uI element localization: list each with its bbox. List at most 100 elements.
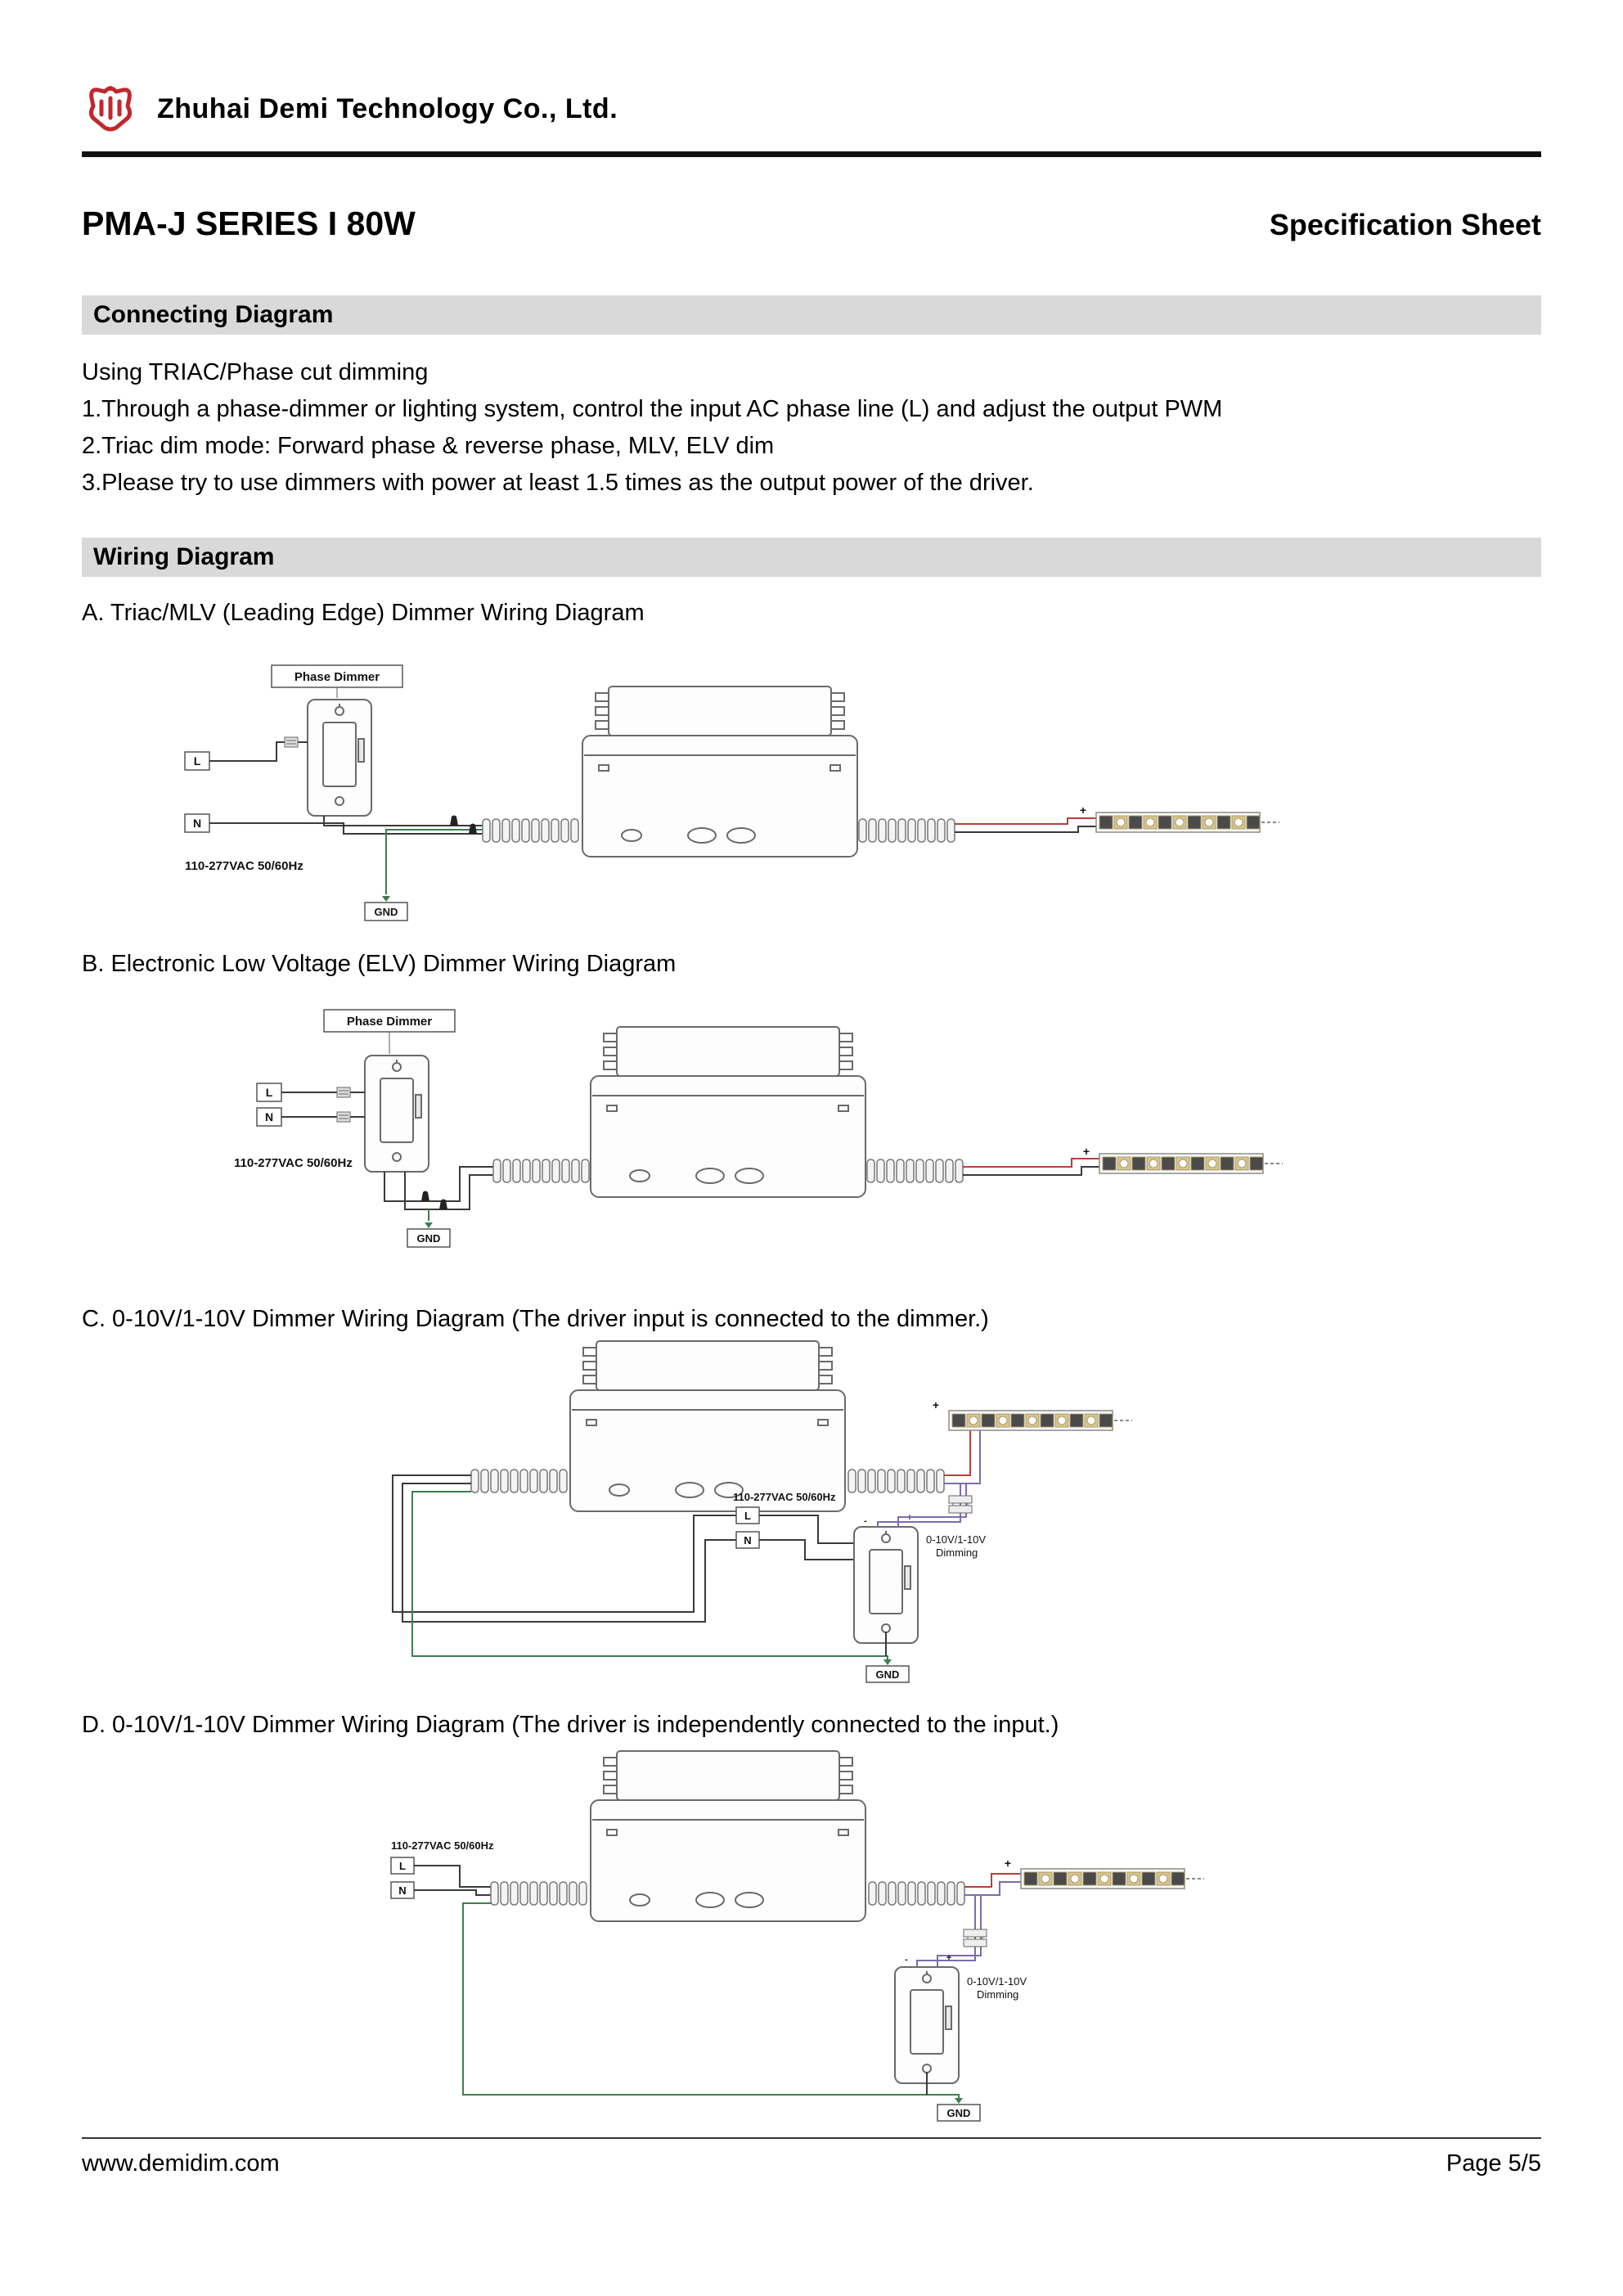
note-line: Using TRIAC/Phase cut dimming [82,359,429,385]
phase-dimmer-label: Phase Dimmer [271,664,403,698]
neutral-terminal: N [735,1531,760,1549]
section-wiring-diagram: Wiring Diagram [82,538,1541,577]
sheet-type-title: Specification Sheet [1269,208,1541,241]
connecting-notes: Using TRIAC/Phase cut dimming 1.Through … [82,354,1541,502]
terminal-block [336,1111,351,1123]
ground-terminal: GND [865,1659,910,1683]
dim-range-label: 0-10V/1-10V [926,1533,986,1546]
input-wires [392,1474,888,1661]
input-conduit [492,1159,590,1183]
dim-controller-device [853,1526,919,1644]
phase-dimmer-device [364,1055,429,1173]
output-conduit [868,1881,965,1906]
svg-text:Phase Dimmer: Phase Dimmer [294,670,380,684]
led-strip [1020,1868,1185,1889]
wire-nut [421,1191,429,1201]
svg-text:L: L [744,1510,751,1522]
phase-dimmer-device [307,699,372,817]
svg-text:L: L [266,1086,273,1099]
line-terminal: L [184,751,210,771]
polarity-plus: + [1083,1145,1090,1158]
product-title: PMA-J SERIES I 80W [82,205,416,242]
wire-nut [450,815,458,826]
dim-wire-connector [948,1495,973,1514]
svg-text:L: L [399,1860,406,1872]
output-wires [963,1158,1099,1176]
dim-range-label: 0-10V/1-10V [967,1975,1027,1988]
diagram-b-title: B. Electronic Low Voltage (ELV) Dimmer W… [82,951,677,977]
diagram-d-title: D. 0-10V/1-10V Dimmer Wiring Diagram (Th… [82,1712,1059,1738]
company-name: Zhuhai Demi Technology Co., Ltd. [157,93,618,124]
section-connecting-diagram: Connecting Diagram [82,295,1541,335]
led-strip [948,1410,1113,1431]
input-conduit [470,1469,568,1493]
input-rating-label: 110-277VAC 50/60Hz [733,1491,836,1503]
led-driver [569,1340,846,1512]
dim-wire-connector [963,1929,987,1947]
svg-text:GND: GND [417,1232,441,1245]
output-conduit [847,1469,945,1493]
input-wires [414,1865,960,2098]
diagram-c: 110-277VAC 50/60Hz L N - + 0-10V/1-10V D… [392,1340,1132,1683]
ground-terminal: GND [407,1222,451,1248]
input-conduit [490,1881,587,1906]
svg-text:GND: GND [876,1668,900,1681]
svg-text:GND: GND [375,906,398,918]
led-strip [1095,812,1261,833]
ground-arrow-icon [425,1222,433,1228]
title-row: PMA-J SERIES I 80W Specification Sheet [82,205,1541,243]
led-driver [590,1026,866,1198]
note-line: 1.Through a phase-dimmer or lighting sys… [82,396,1223,422]
led-strip [1099,1153,1264,1174]
terminal-block [284,736,299,748]
svg-text:Phase Dimmer: Phase Dimmer [347,1015,432,1029]
neutral-terminal: N [256,1107,282,1127]
polarity-plus: + [946,1953,951,1963]
dimmer-input-wires [759,1515,854,1560]
polarity-minus: - [864,1516,867,1526]
input-conduit [482,818,579,843]
footer-page-number: Page 5/5 [1445,2150,1541,2177]
note-line: 2.Triac dim mode: Forward phase & revers… [82,433,775,459]
led-driver [582,686,858,858]
footer-website: www.demidim.com [82,2150,280,2177]
neutral-terminal: N [184,813,210,833]
svg-text:L: L [194,754,201,768]
ground-terminal: GND [937,2098,981,2122]
ground-terminal: GND [364,896,408,921]
output-conduit [858,818,955,843]
polarity-plus: + [1005,1857,1011,1870]
input-rating-label: 110-277VAC 50/60Hz [234,1156,353,1170]
diagram-a-title: A. Triac/MLV (Leading Edge) Dimmer Wirin… [82,600,645,626]
input-wires [209,736,483,894]
led-driver [590,1750,866,1922]
page-footer: www.demidim.com Page 5/5 [82,2137,1541,2177]
svg-text:N: N [193,817,201,830]
dimming-label: Dimming [977,1988,1018,2001]
dim-controller-device [894,1966,960,2084]
diagram-b: Phase Dimmer L N 110-277VAC 50/60Hz [234,1009,1283,1248]
diagram-d: 110-277VAC 50/60Hz L N [390,1750,1204,2122]
svg-text:N: N [744,1534,751,1546]
output-wires [916,1873,1021,1967]
document-header: Zhuhai Demi Technology Co., Ltd. [82,0,1541,157]
terminal-block [336,1087,351,1098]
diagram-a: Phase Dimmer L N 110-277VAC 50/60Hz [184,664,1279,921]
line-terminal: L [256,1083,282,1102]
ground-arrow-icon [883,1659,892,1665]
input-rating-label: 110-277VAC 50/60Hz [391,1839,494,1852]
diagram-c-title: C. 0-10V/1-10V Dimmer Wiring Diagram (Th… [82,1306,989,1332]
company-logo [82,79,139,140]
polarity-minus: - [905,1955,908,1965]
output-wires [955,817,1096,833]
note-line: 3.Please try to use dimmers with power a… [82,470,1034,496]
input-wires [281,1087,493,1221]
ground-arrow-icon [955,2098,963,2104]
ground-arrow-icon [382,896,390,902]
line-terminal: L [390,1857,415,1875]
polarity-plus: + [933,1398,939,1411]
line-terminal: L [735,1506,760,1524]
output-conduit [866,1159,964,1183]
phase-dimmer-label: Phase Dimmer [323,1009,456,1054]
